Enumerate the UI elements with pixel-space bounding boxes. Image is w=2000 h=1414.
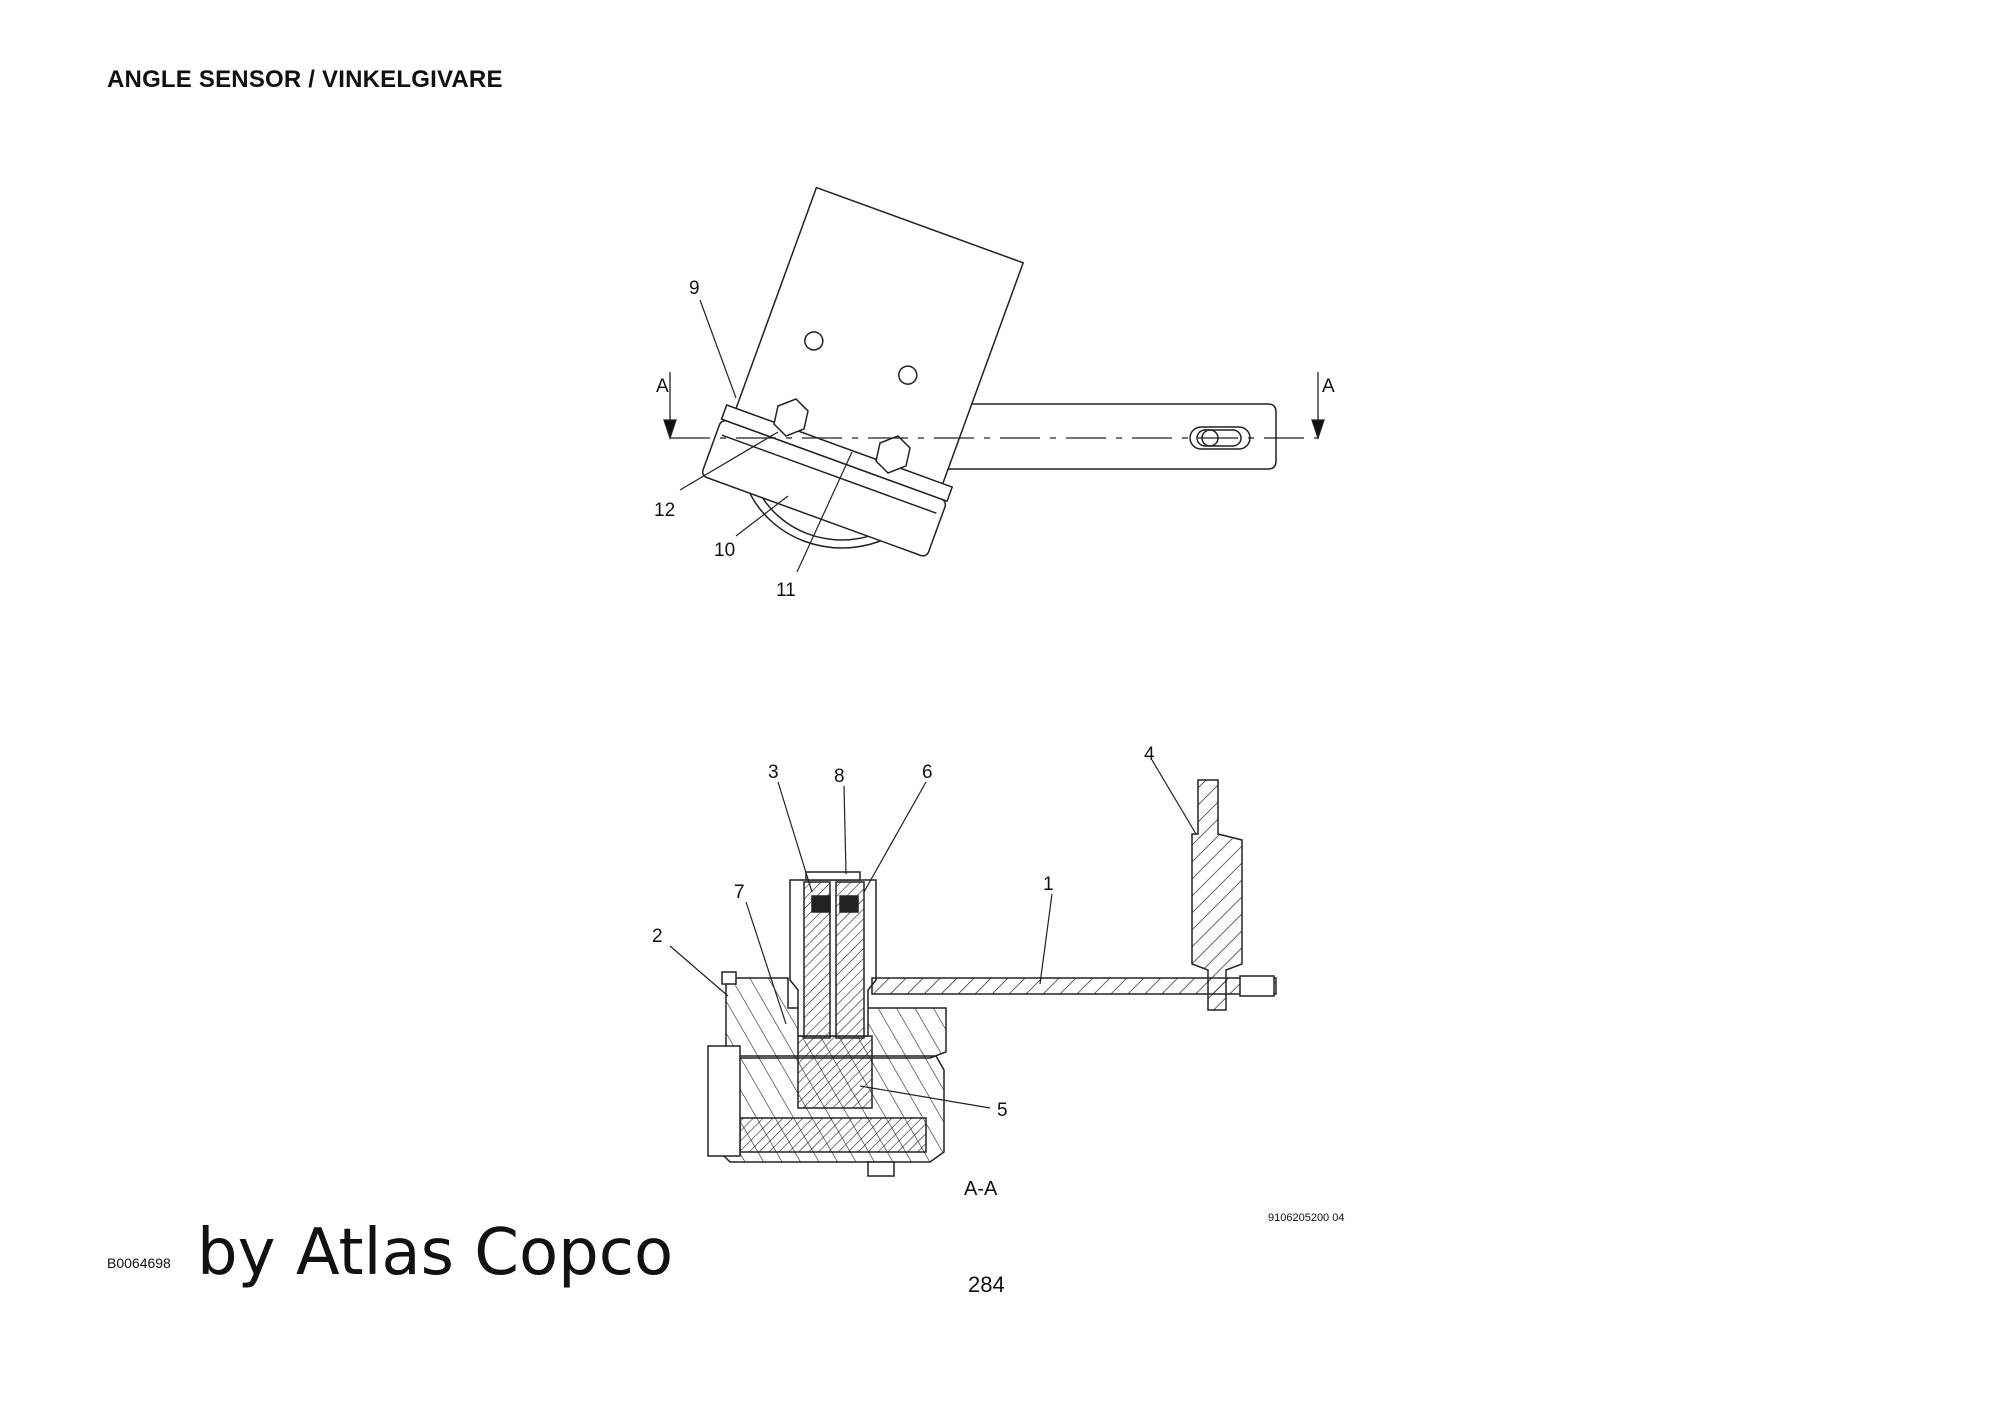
section-view (707, 779, 1277, 1177)
hex-nut-left (773, 398, 809, 437)
sensor-cover (707, 1045, 741, 1157)
callout-6: 6 (922, 762, 933, 783)
section-line-a-a (663, 372, 1325, 441)
callout-2: 2 (652, 926, 663, 947)
callout-11: 11 (776, 580, 796, 601)
hex-nut-right (875, 435, 911, 474)
callout-3: 3 (768, 762, 779, 783)
section-label: A-A (964, 1178, 998, 1200)
callout-1: 1 (1043, 874, 1054, 895)
callout-9: 9 (689, 278, 700, 299)
callout-7: 7 (734, 882, 745, 903)
section-mark-right: A (1322, 376, 1335, 397)
callout-12: 12 (654, 500, 675, 521)
callout-5: 5 (997, 1100, 1008, 1121)
section-view-leaders (669, 759, 1197, 1109)
brand-watermark: by Atlas Copco (197, 1216, 674, 1290)
page-title: ANGLE SENSOR / VINKELGIVARE (107, 66, 503, 93)
callout-10: 10 (714, 540, 735, 561)
page-number: 284 (968, 1272, 1005, 1297)
top-view (701, 186, 1277, 557)
drawing-number: 9106205200 04 (1268, 1212, 1345, 1224)
arm-plate (1191, 779, 1243, 1011)
callout-8: 8 (834, 766, 845, 787)
lever-arm (871, 977, 1277, 995)
callout-4: 4 (1144, 744, 1155, 765)
image-code: B0064698 (107, 1255, 171, 1271)
sensor-arm (914, 403, 1277, 470)
section-mark-left: A (656, 376, 669, 397)
top-view-leaders (679, 299, 853, 573)
